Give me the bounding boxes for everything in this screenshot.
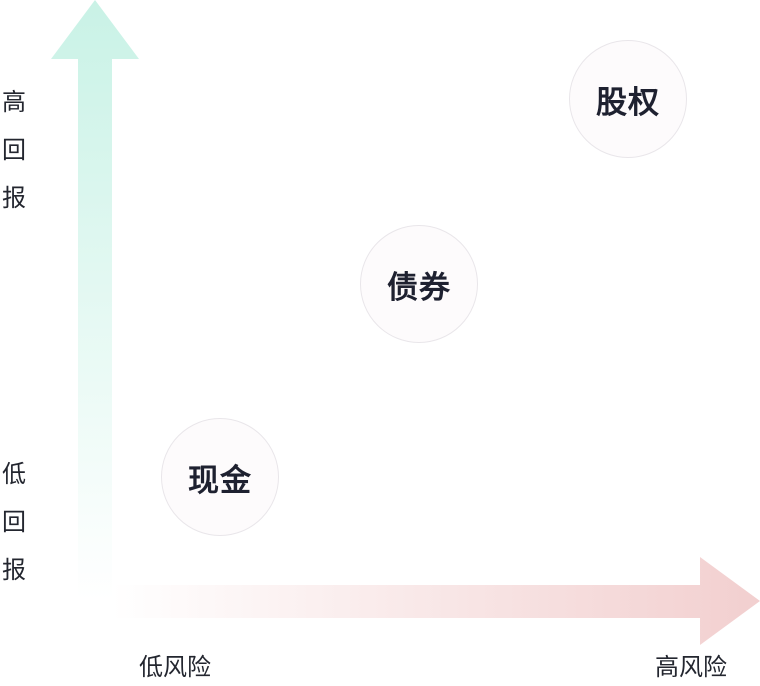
y-axis-low-return-label: 低 回 报: [0, 462, 28, 606]
asset-circle-cash: 现金: [161, 418, 279, 536]
x-axis-high-risk-label: 高风险: [655, 653, 727, 681]
y-low-char: 报: [2, 556, 26, 584]
asset-circle-equity: 股权: [569, 40, 687, 158]
y-high-char: 回: [2, 136, 26, 164]
asset-circle-bonds: 债券: [360, 225, 478, 343]
y-low-char: 回: [2, 508, 26, 536]
x-axis-low-risk-label: 低风险: [139, 653, 211, 681]
y-high-char: 报: [2, 184, 26, 212]
y-high-char: 高: [2, 88, 26, 116]
y-axis-high-return-label: 高 回 报: [0, 90, 28, 234]
y-low-char: 低: [2, 460, 26, 488]
y-axis-arrow: [51, 0, 139, 600]
x-axis-arrow: [112, 557, 760, 645]
